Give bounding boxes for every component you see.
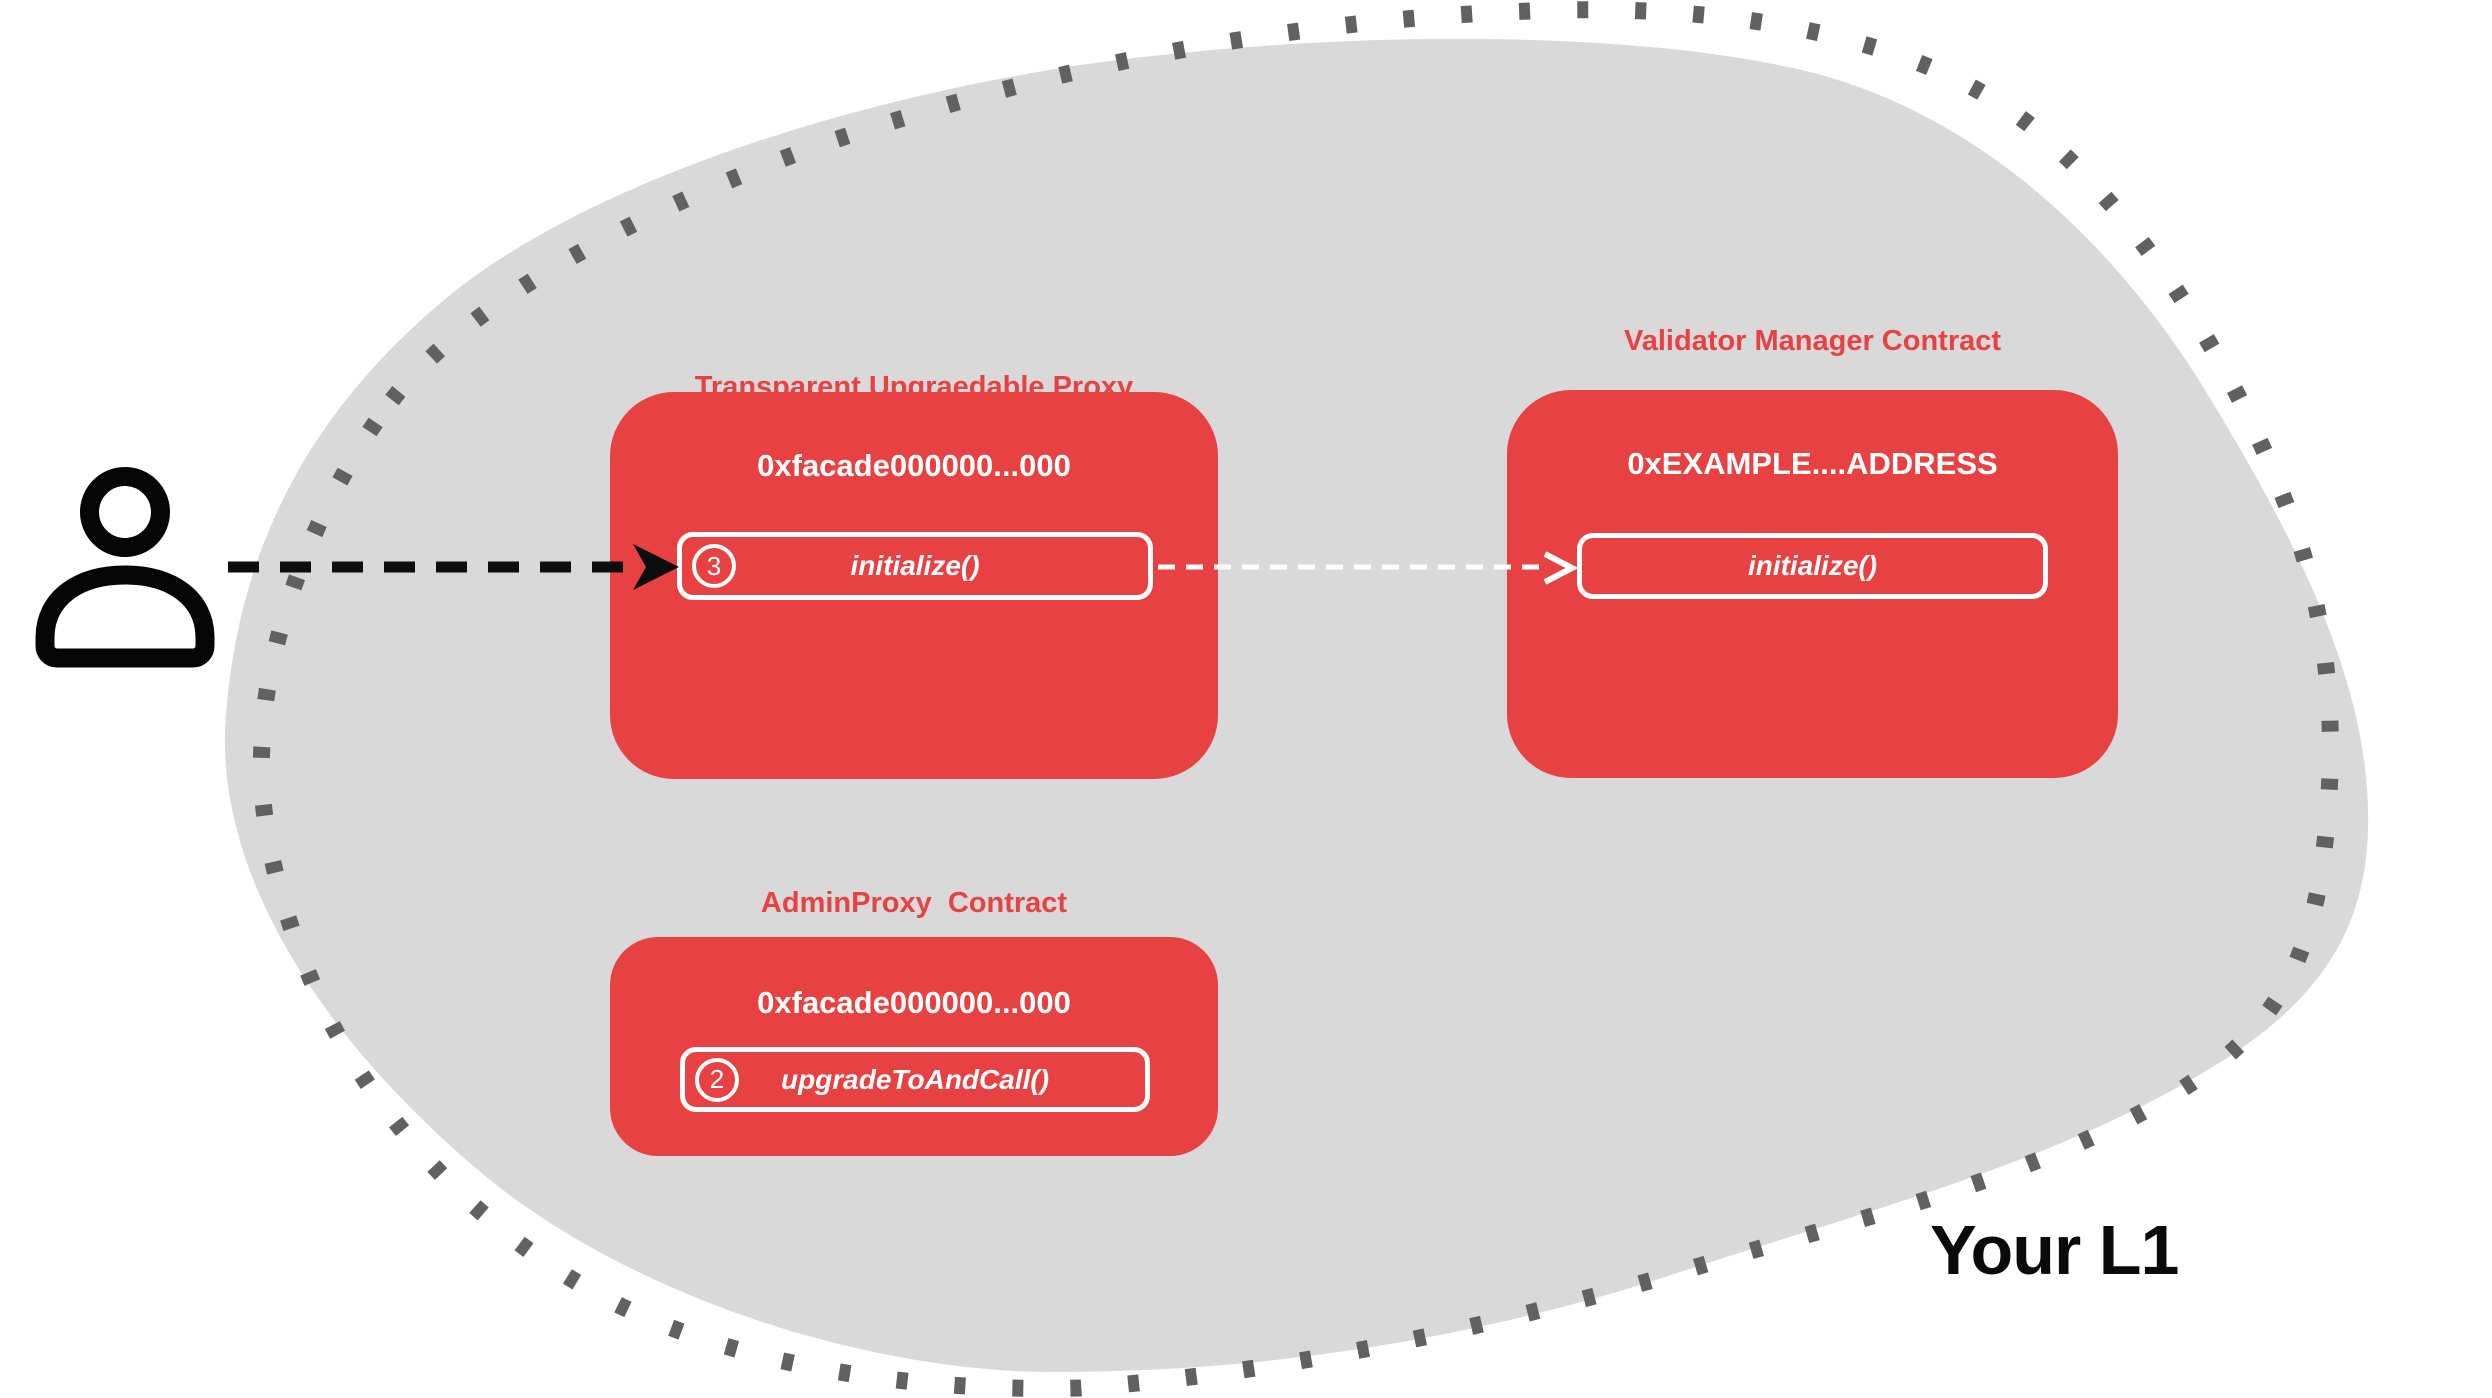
validator-initialize-label: initialize() bbox=[1747, 550, 1878, 581]
validator-initialize-method: initialize() bbox=[1577, 533, 2048, 599]
validator-contract-box: 0xEXAMPLE....ADDRESS initialize() bbox=[1507, 390, 2118, 778]
validator-contract-address: 0xEXAMPLE....ADDRESS bbox=[1627, 446, 1998, 481]
proxy-contract-address: 0xfacade000000...000 bbox=[757, 448, 1071, 483]
upgrade-to-and-call-label: upgradeToAndCall() bbox=[780, 1063, 1050, 1095]
proxy-initialize-label: initialize() bbox=[850, 550, 980, 581]
upgrade-to-and-call-method: 2 upgradeToAndCall() bbox=[680, 1047, 1150, 1112]
admin-proxy-contract-title: AdminProxy Contract bbox=[760, 887, 1068, 919]
region-label: Your L1 bbox=[1930, 1211, 2179, 1289]
admin-proxy-contract-address: 0xfacade000000...000 bbox=[757, 985, 1071, 1020]
person-icon bbox=[35, 467, 215, 668]
admin-proxy-contract-box: 0xfacade000000...000 2 upgradeToAndCall(… bbox=[610, 937, 1218, 1156]
proxy-initialize-method: 3 initialize() bbox=[677, 532, 1153, 600]
proxy-contract-box: 0xfacade000000...000 3 initialize() bbox=[610, 392, 1218, 779]
validator-contract-title: Validator Manager Contract bbox=[1623, 325, 2002, 357]
